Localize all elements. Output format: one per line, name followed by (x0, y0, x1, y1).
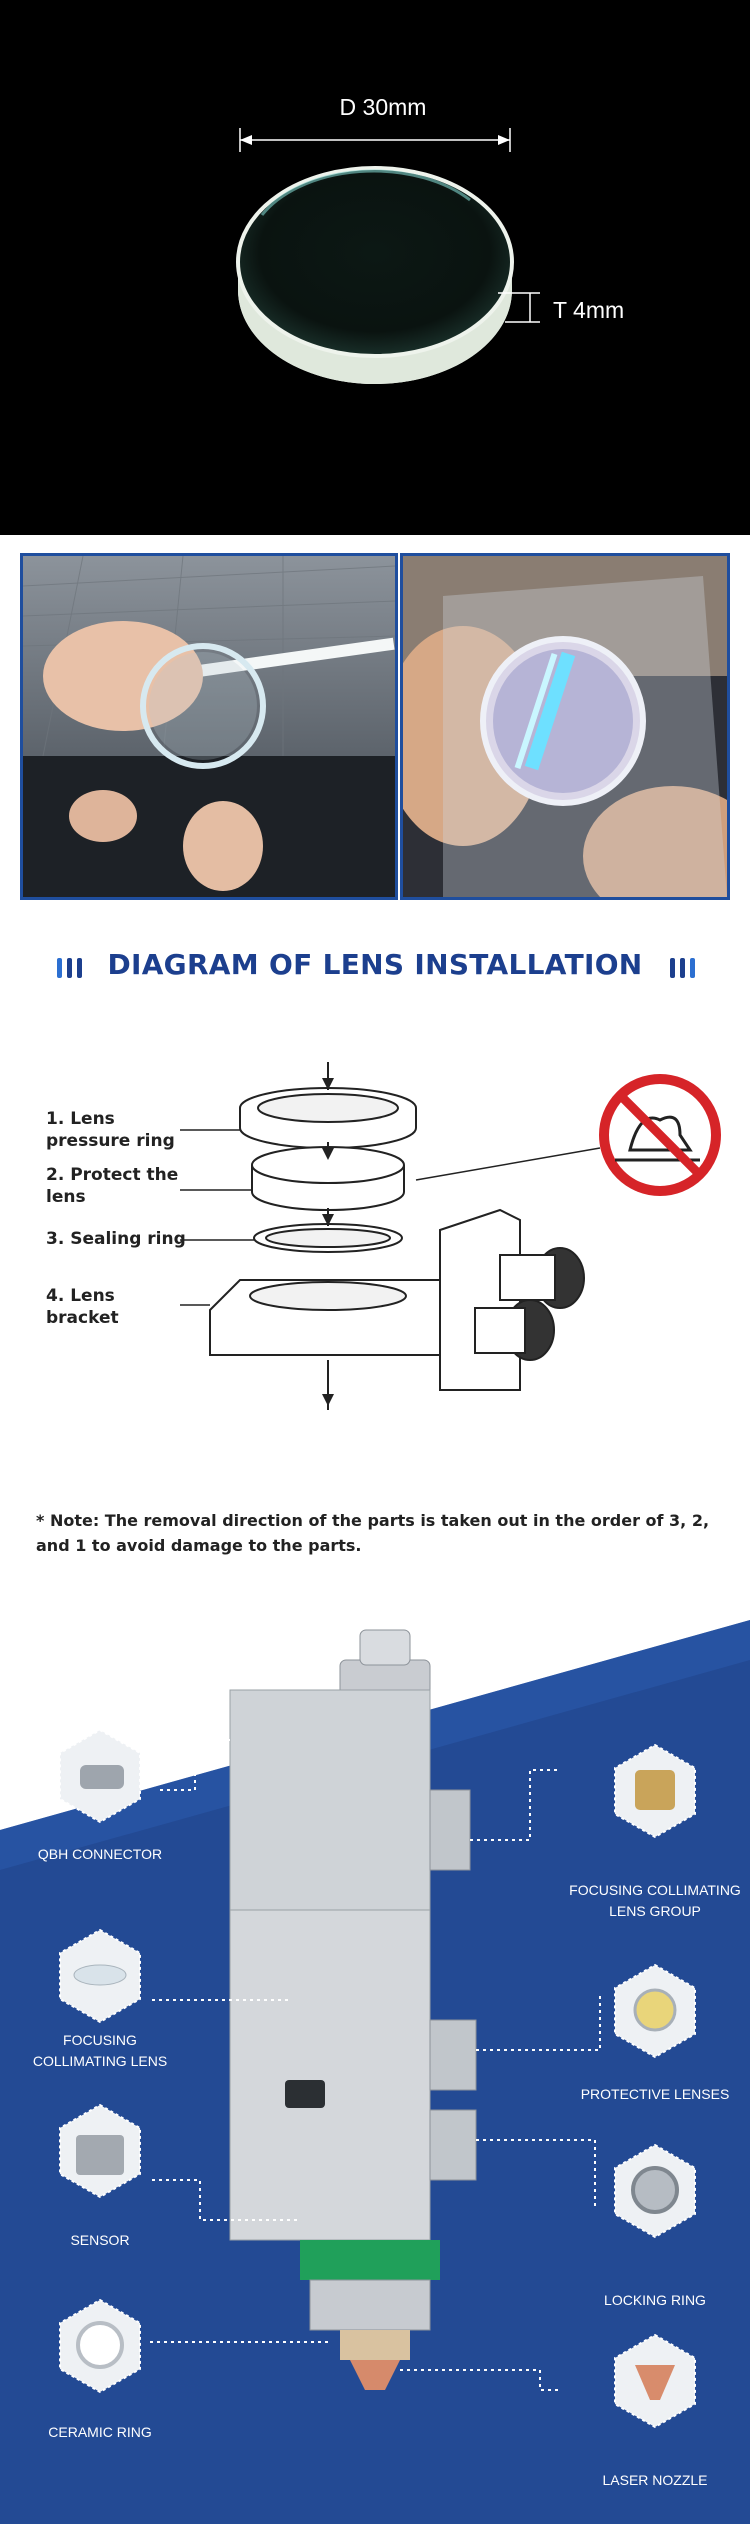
label-locking-ring: LOCKING RING (604, 2292, 706, 2308)
lens-in-hand-photo (20, 553, 398, 900)
diagram-title: DIAGRAM OF LENS INSTALLATION (107, 948, 643, 981)
lens-in-bag-photo (400, 553, 730, 900)
do-not-touch-sign (599, 1074, 721, 1196)
removal-note: * Note: The removal direction of the par… (36, 1511, 710, 1555)
lens-hero-image: D 30mm T 4mm (0, 0, 750, 535)
cutting-head-body (229, 1629, 477, 2390)
label-focusing-collimating-lens-group: FOCUSING COLLIMATING LENS GROUP (569, 1882, 741, 1919)
lens-face (236, 166, 514, 358)
label-protective-lenses: PROTECTIVE LENSES (580, 2086, 730, 2102)
cutting-head-illustration (0, 1620, 750, 2524)
diameter-label: D 30mm (340, 94, 427, 120)
label-laser-nozzle: LASER NOZZLE (602, 2472, 708, 2488)
label-sealing-ring: 3. Sealing ring (46, 1229, 186, 1249)
label-sensor: SENSOR (70, 2232, 130, 2248)
label-qbh-connector: QBH CONNECTOR (37, 1846, 163, 1862)
exploded-view-drawing (180, 1062, 721, 1410)
cutting-head-components: QBH CONNECTOR FOCUSING COLLIMATING LENS … (0, 1600, 750, 2524)
title-decoration-right (670, 958, 695, 978)
thickness-label: T 4mm (553, 297, 624, 323)
title-decoration-left (57, 958, 82, 978)
lens-illustration: D 30mm T 4mm (236, 94, 624, 384)
label-ceramic-ring: CERAMIC RING (48, 2424, 152, 2440)
label-focusing-collimating-lens: FOCUSING COLLIMATING LENS (32, 2032, 168, 2069)
